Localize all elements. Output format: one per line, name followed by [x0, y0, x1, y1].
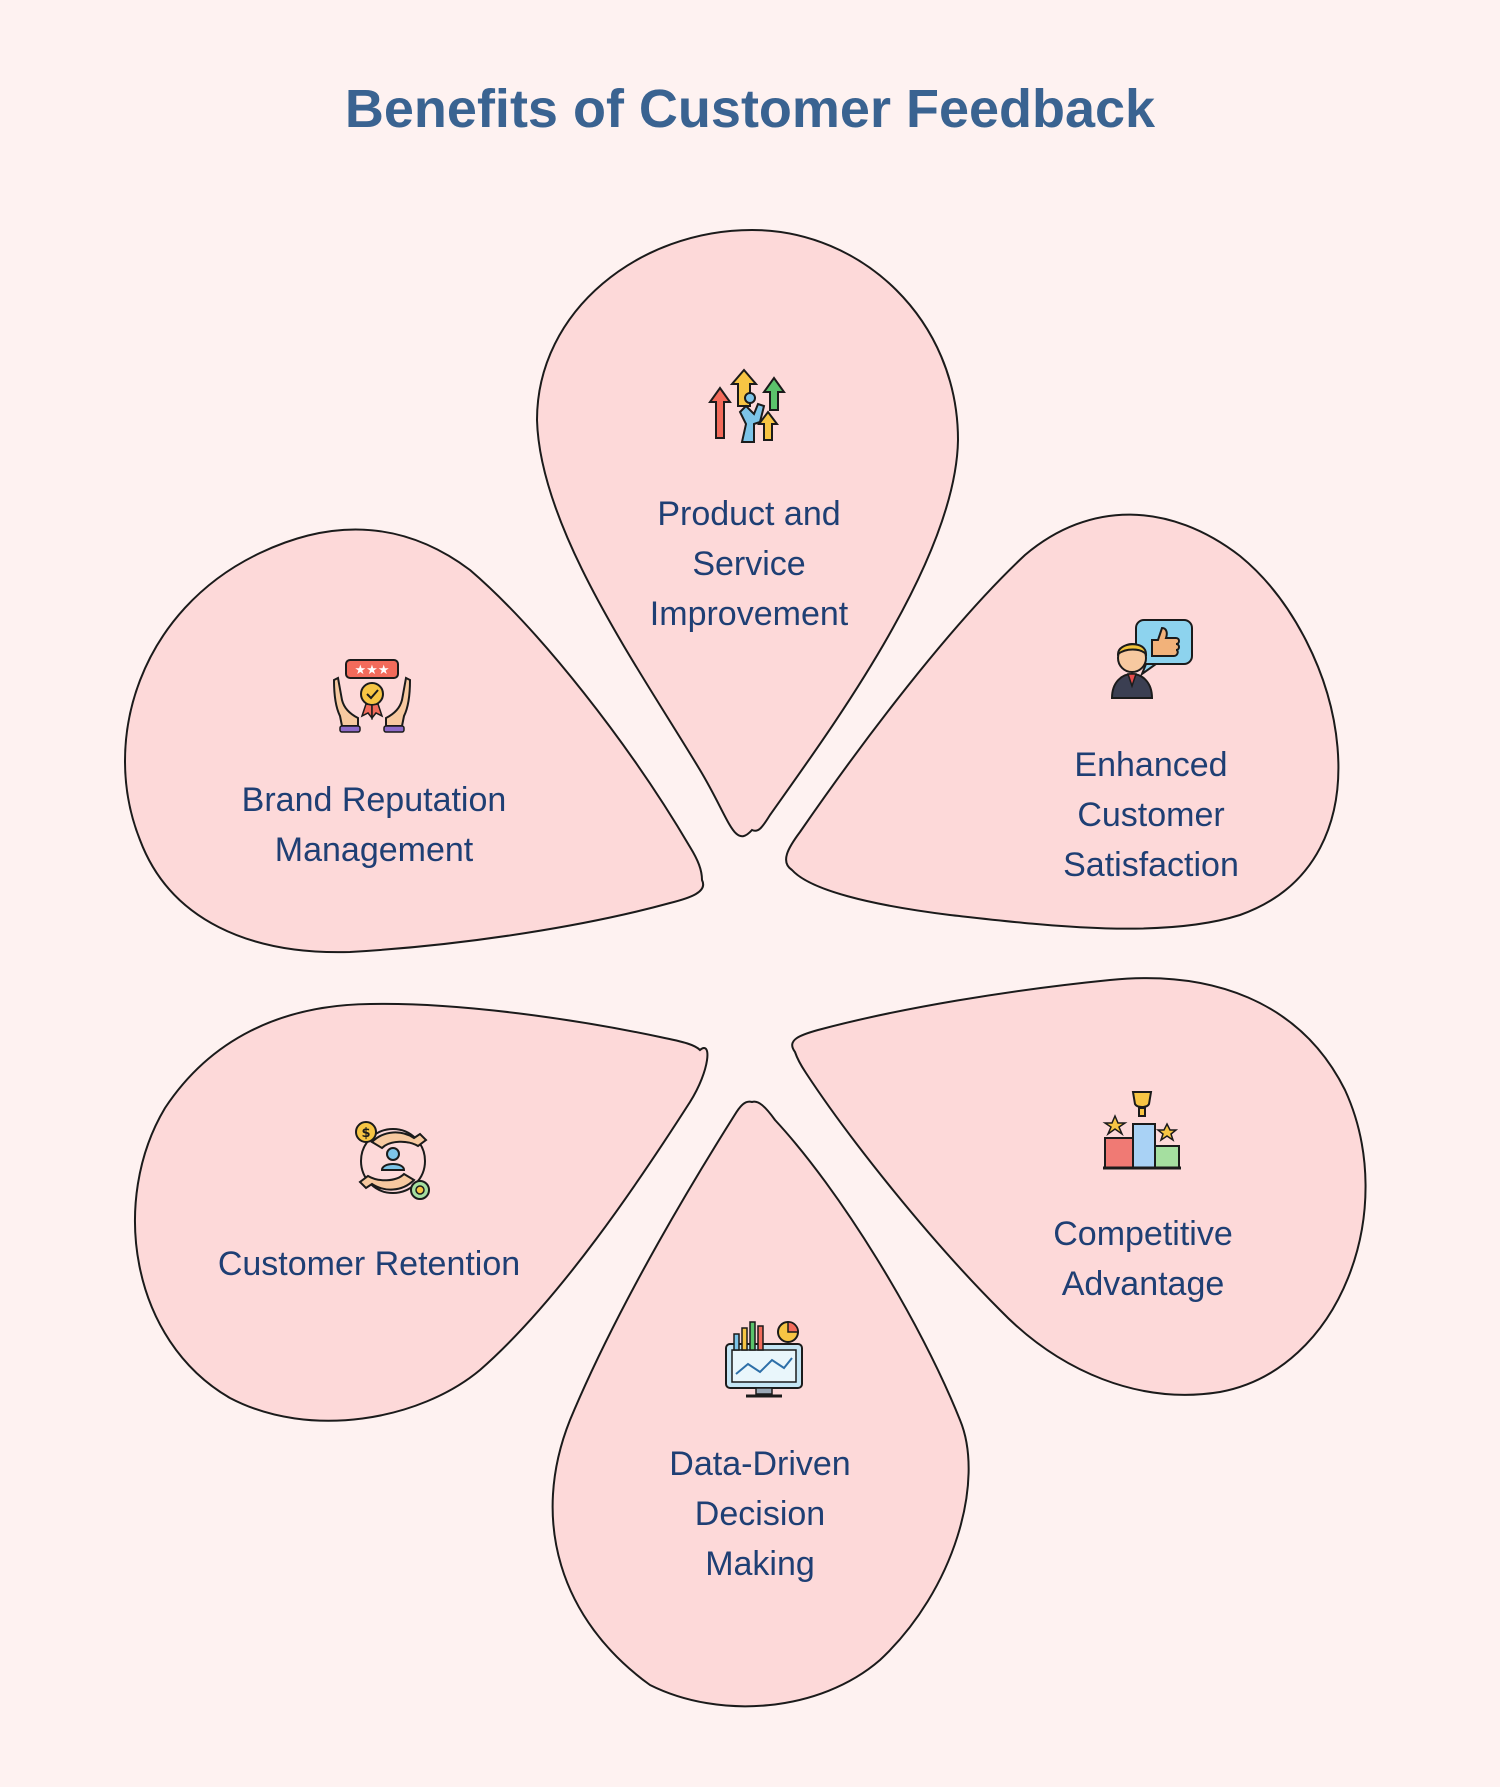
label-line: Enhanced: [1074, 746, 1228, 784]
svg-text:★★★: ★★★: [355, 663, 390, 678]
petal-competitive: [791, 977, 1367, 1396]
label-line: Service: [692, 545, 806, 583]
label-line: Advantage: [1061, 1265, 1225, 1303]
petal-product-service: [535, 228, 960, 838]
petal-data-driven: [551, 1100, 970, 1708]
label-line: Management: [274, 831, 474, 869]
rating-hands-icon: ★★★: [332, 659, 412, 733]
analytics-monitor-icon: [725, 1321, 803, 1398]
label-line: Making: [705, 1545, 815, 1583]
label-brand: Brand Reputation Management: [204, 775, 544, 875]
label-data-driven: Data-Driven Decision Making: [590, 1439, 930, 1589]
label-line: Product and: [657, 495, 841, 533]
customer-care-hands-icon: $: [355, 1121, 430, 1200]
label-retention: Customer Retention: [199, 1239, 539, 1289]
label-line: Competitive: [1053, 1215, 1233, 1253]
label-line: Customer Retention: [217, 1245, 521, 1283]
svg-text:$: $: [361, 1126, 370, 1141]
trophy-podium-icon: [1102, 1091, 1181, 1170]
label-line: Brand Reputation: [241, 781, 507, 819]
page-title: Benefits of Customer Feedback: [344, 79, 1156, 139]
label-line: Satisfaction: [1063, 846, 1239, 884]
label-line: Customer: [1077, 796, 1225, 834]
petal-satisfaction: [785, 513, 1340, 930]
label-line: Data-Driven: [669, 1445, 851, 1483]
label-product-service: Product and Service Improvement: [579, 489, 919, 639]
label-competitive: Competitive Advantage: [973, 1209, 1313, 1309]
petal-brand: [124, 528, 705, 954]
label-satisfaction: Enhanced Customer Satisfaction: [981, 740, 1321, 890]
growth-arrows-icon: [708, 368, 786, 443]
label-line: Decision: [694, 1495, 826, 1533]
petal-retention: [134, 1002, 709, 1422]
label-line: Improvement: [649, 595, 849, 633]
thumbs-up-customer-icon: [1110, 619, 1193, 699]
